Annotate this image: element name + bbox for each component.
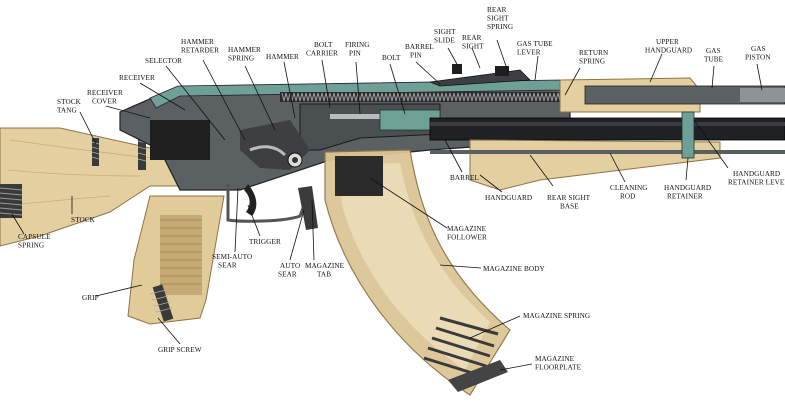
magazine-follower-part [335,156,383,196]
magazine-inner [340,163,490,370]
gas-piston-part [740,88,785,102]
label-receiver: RECEIVER [119,74,155,82]
label-barrel: BARREL [450,174,479,182]
label-grip: GRIP [82,294,99,302]
leader-lines [11,39,763,371]
rear-sight-part [428,64,531,87]
receiver-inner [150,120,210,160]
capsule-spring-part [0,184,23,218]
label-trigger: TRIGGER [249,238,281,246]
fire-control-group [226,120,318,230]
label-magazine-body: MAGAZINE BODY [483,265,545,273]
grip-screw-part [149,284,174,322]
barrel-highlight [430,122,785,126]
barrel-part [429,117,785,141]
cleaning-rod-part [430,150,785,154]
gas-tube-part [584,85,785,105]
label-selector: SELECTOR [145,57,182,65]
label-grip-screw: GRIP SCREW [158,346,202,354]
rifle-illustration [0,64,785,396]
return-spring-part [280,92,580,102]
magazine-spring-part [423,316,499,378]
label-bolt: BOLT [382,54,401,62]
grip-texture [160,215,202,295]
label-stock: STOCK [71,216,96,224]
label-handguard: HANDGUARD [485,194,532,202]
label-hammer: HAMMER [266,53,299,61]
firing-pin-part [330,114,420,119]
handguard-retainer-part [681,111,695,159]
label-magazine-spring: MAGAZINE SPRING [523,312,590,320]
grip-texture-lines [160,219,202,285]
magazine-floorplate-part [448,360,508,392]
